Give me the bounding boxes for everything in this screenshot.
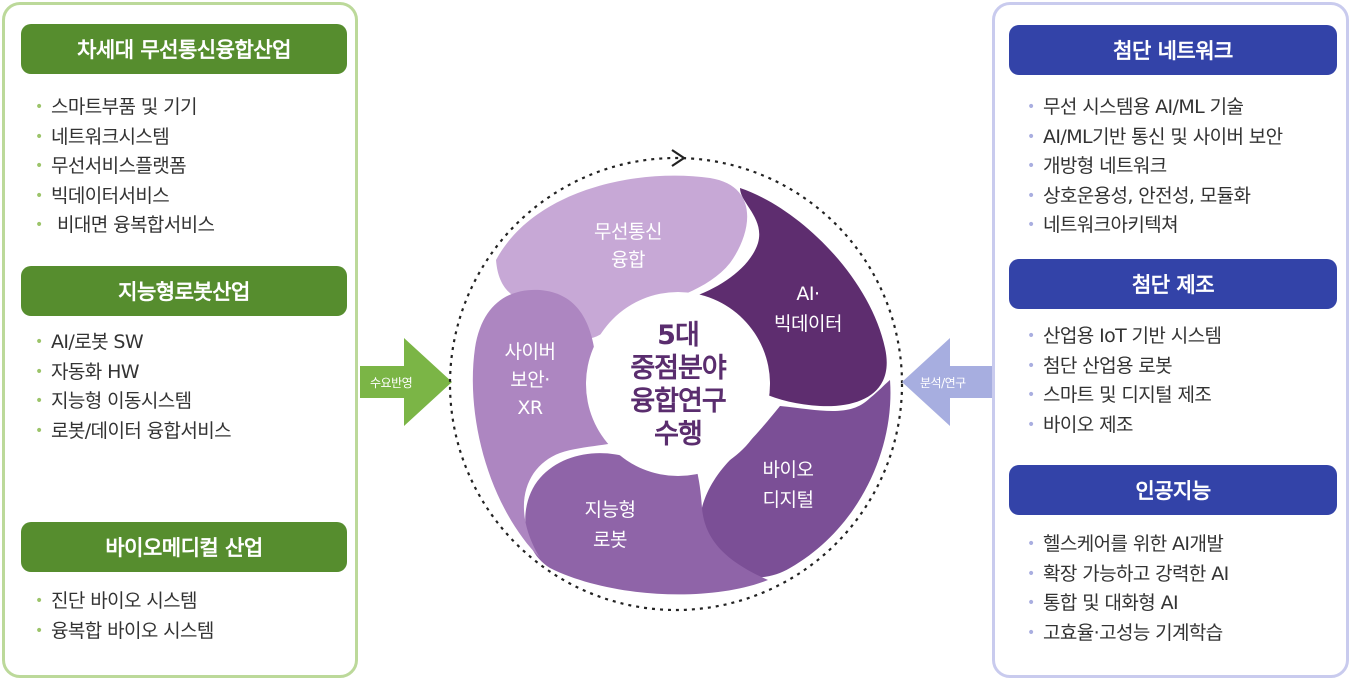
item-list: •산업용 IoT 기반 시스템 •첨단 산업용 로봇 •스마트 및 디지털 제조…	[1027, 322, 1222, 441]
section-header: 첨단 제조	[1009, 259, 1337, 309]
bullet-icon: •	[35, 593, 43, 609]
list-item: •네트워크시스템	[35, 123, 214, 153]
core-line: 5대	[657, 320, 699, 351]
petal-label: 바이오	[763, 459, 814, 481]
bullet-icon: •	[35, 622, 43, 639]
petal-label: 사이버	[505, 341, 556, 363]
bullet-icon: •	[1027, 416, 1035, 433]
list-item: •AI/ML기반 통신 및 사이버 보안	[1027, 123, 1283, 153]
bullet-icon: •	[1027, 128, 1035, 145]
list-item: •첨단 산업용 로봇	[1027, 352, 1221, 382]
list-item: •지능형 이동시스템	[35, 387, 231, 417]
section-header: 인공지능	[1009, 465, 1337, 515]
list-item: •빅데이터서비스	[35, 182, 214, 212]
center-core	[586, 292, 770, 476]
research-arrow-label: 분석/연구	[920, 376, 966, 390]
core-text: 5대 중점분야 융합연구 수행	[630, 320, 728, 450]
core-line: 수행	[654, 419, 702, 450]
bullet-icon: •	[35, 334, 43, 350]
list-item: •스마트 및 디지털 제조	[1027, 381, 1221, 411]
list-item: •자동화 HW	[35, 358, 231, 388]
list-item: •상호운용성, 안전성, 모듈화	[1027, 182, 1283, 212]
demand-arrow-icon	[360, 338, 452, 426]
core-line: 융합연구	[630, 386, 726, 417]
item-list: •무선 시스템용 AI/ML 기술 •AI/ML기반 통신 및 사이버 보안 •…	[1027, 93, 1283, 241]
bullet-icon: •	[1027, 328, 1035, 344]
section-header: 첨단 네트워크	[1009, 25, 1337, 75]
list-item: •무선서비스플랫폼	[35, 152, 214, 182]
petal-label: 보안·	[510, 369, 550, 391]
cycle-orbit	[448, 156, 904, 612]
bullet-icon: •	[35, 363, 43, 380]
section-header: 차세대 무선통신융합산업	[21, 24, 347, 74]
bullet-icon: •	[1027, 187, 1035, 204]
demand-arrow-label: 수요반영	[370, 376, 413, 390]
bullet-icon: •	[1027, 357, 1035, 374]
list-item: •헬스케어를 위한 AI개발	[1027, 530, 1229, 560]
item-list: •헬스케어를 위한 AI개발 •확장 가능하고 강력한 AI •통합 및 대화형…	[1027, 530, 1229, 648]
core-line: 중점분야	[630, 353, 727, 384]
bullet-icon: •	[1027, 158, 1035, 174]
petal-label: 무선통신	[594, 221, 662, 243]
petal-label: AI·	[796, 283, 819, 305]
list-item: •네트워크아키텍쳐	[1027, 211, 1283, 241]
petal-cyber	[472, 289, 650, 558]
petal-label: 로봇	[593, 529, 627, 551]
list-item: •고효율·고성능 기계학습	[1027, 619, 1229, 649]
bullet-icon: •	[1027, 565, 1035, 582]
bullet-icon: •	[1027, 387, 1035, 403]
petal-label: 디지털	[763, 489, 814, 511]
petal-bio-digital	[699, 380, 891, 578]
petal-label: 지능형	[585, 499, 636, 521]
list-item: •비대면 융복합서비스	[35, 211, 215, 241]
item-list: •진단 바이오 시스템 •융복합 바이오 시스템	[35, 587, 214, 646]
list-item: •무선 시스템용 AI/ML 기술	[1027, 93, 1283, 123]
research-arrow-icon	[902, 338, 994, 426]
bullet-icon: •	[35, 99, 43, 115]
list-item: •로봇/데이터 융합서비스	[35, 417, 232, 447]
list-item: •개방형 네트워크	[1027, 152, 1283, 182]
petal-label: 융합	[611, 249, 645, 271]
list-item: •스마트부품 및 기기	[35, 93, 214, 123]
bullet-icon: •	[1027, 624, 1035, 641]
cycle-arrowhead-icon	[671, 149, 686, 167]
item-list: •AI/로봇 SW •자동화 HW •지능형 이동시스템 •로봇/데이터 융합서…	[35, 328, 232, 447]
petal-label: XR	[517, 397, 543, 419]
list-item: •AI/로봇 SW	[35, 328, 231, 358]
bullet-icon: •	[1027, 595, 1035, 611]
bullet-icon: •	[35, 128, 43, 145]
bullet-icon: •	[1027, 536, 1035, 552]
bullet-icon: •	[35, 217, 43, 233]
list-item: •진단 바이오 시스템	[35, 587, 214, 617]
bullet-icon: •	[35, 187, 43, 204]
bullet-icon: •	[35, 422, 43, 439]
list-item: •바이오 제조	[1027, 411, 1221, 441]
item-list: •스마트부품 및 기기 •네트워크시스템 •무선서비스플랫폼 •빅데이터서비스 …	[35, 93, 215, 241]
section-header: 지능형로봇산업	[21, 266, 347, 316]
right-panel: 첨단 네트워크 •무선 시스템용 AI/ML 기술 •AI/ML기반 통신 및 …	[992, 2, 1349, 678]
bullet-icon: •	[35, 158, 43, 174]
bullet-icon: •	[1027, 217, 1035, 233]
section-header: 바이오메디컬 산업	[21, 522, 347, 572]
petal-robot	[525, 433, 768, 595]
list-item: •산업용 IoT 기반 시스템	[1027, 322, 1222, 352]
center-cycle-diagram: 5대 중점분야 융합연구 수행 무선통신 융합 AI· 빅데이터 바이오 디지털…	[448, 149, 904, 612]
left-panel: 차세대 무선통신융합산업 •스마트부품 및 기기 •네트워크시스템 •무선서비스…	[2, 2, 358, 678]
list-item: •확장 가능하고 강력한 AI	[1027, 560, 1229, 590]
petal-label: 빅데이터	[774, 313, 842, 335]
bullet-icon: •	[1027, 99, 1035, 115]
list-item: •융복합 바이오 시스템	[35, 617, 214, 647]
list-item: •통합 및 대화형 AI	[1027, 589, 1229, 619]
bullet-icon: •	[35, 393, 43, 409]
